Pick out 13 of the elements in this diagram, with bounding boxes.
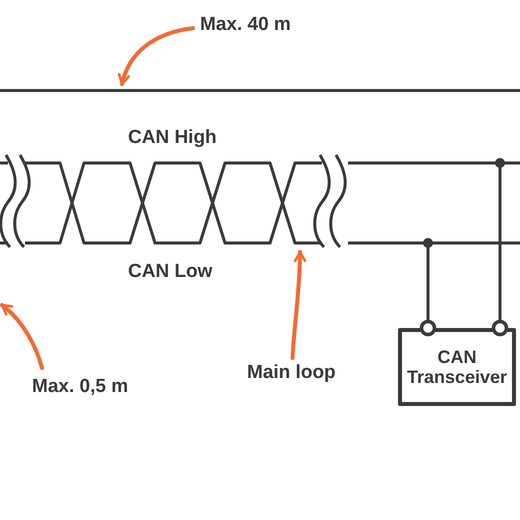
wire-label: CAN Low xyxy=(128,261,212,283)
leader-arrow xyxy=(118,26,195,86)
leader-arrow xyxy=(0,303,44,370)
leader-text: Max. 0,5 m xyxy=(32,376,128,398)
leader-arrow xyxy=(290,250,306,360)
leader-text: Max. 40 m xyxy=(200,14,291,36)
transceiver-box: CAN Transceiver xyxy=(398,328,516,406)
wire-label: CAN High xyxy=(128,127,217,149)
leader-text: Main loop xyxy=(247,362,336,384)
length-line xyxy=(0,89,520,92)
twisted-pair-cable-drawing xyxy=(0,154,520,248)
wire xyxy=(420,246,436,336)
wire xyxy=(492,246,508,336)
